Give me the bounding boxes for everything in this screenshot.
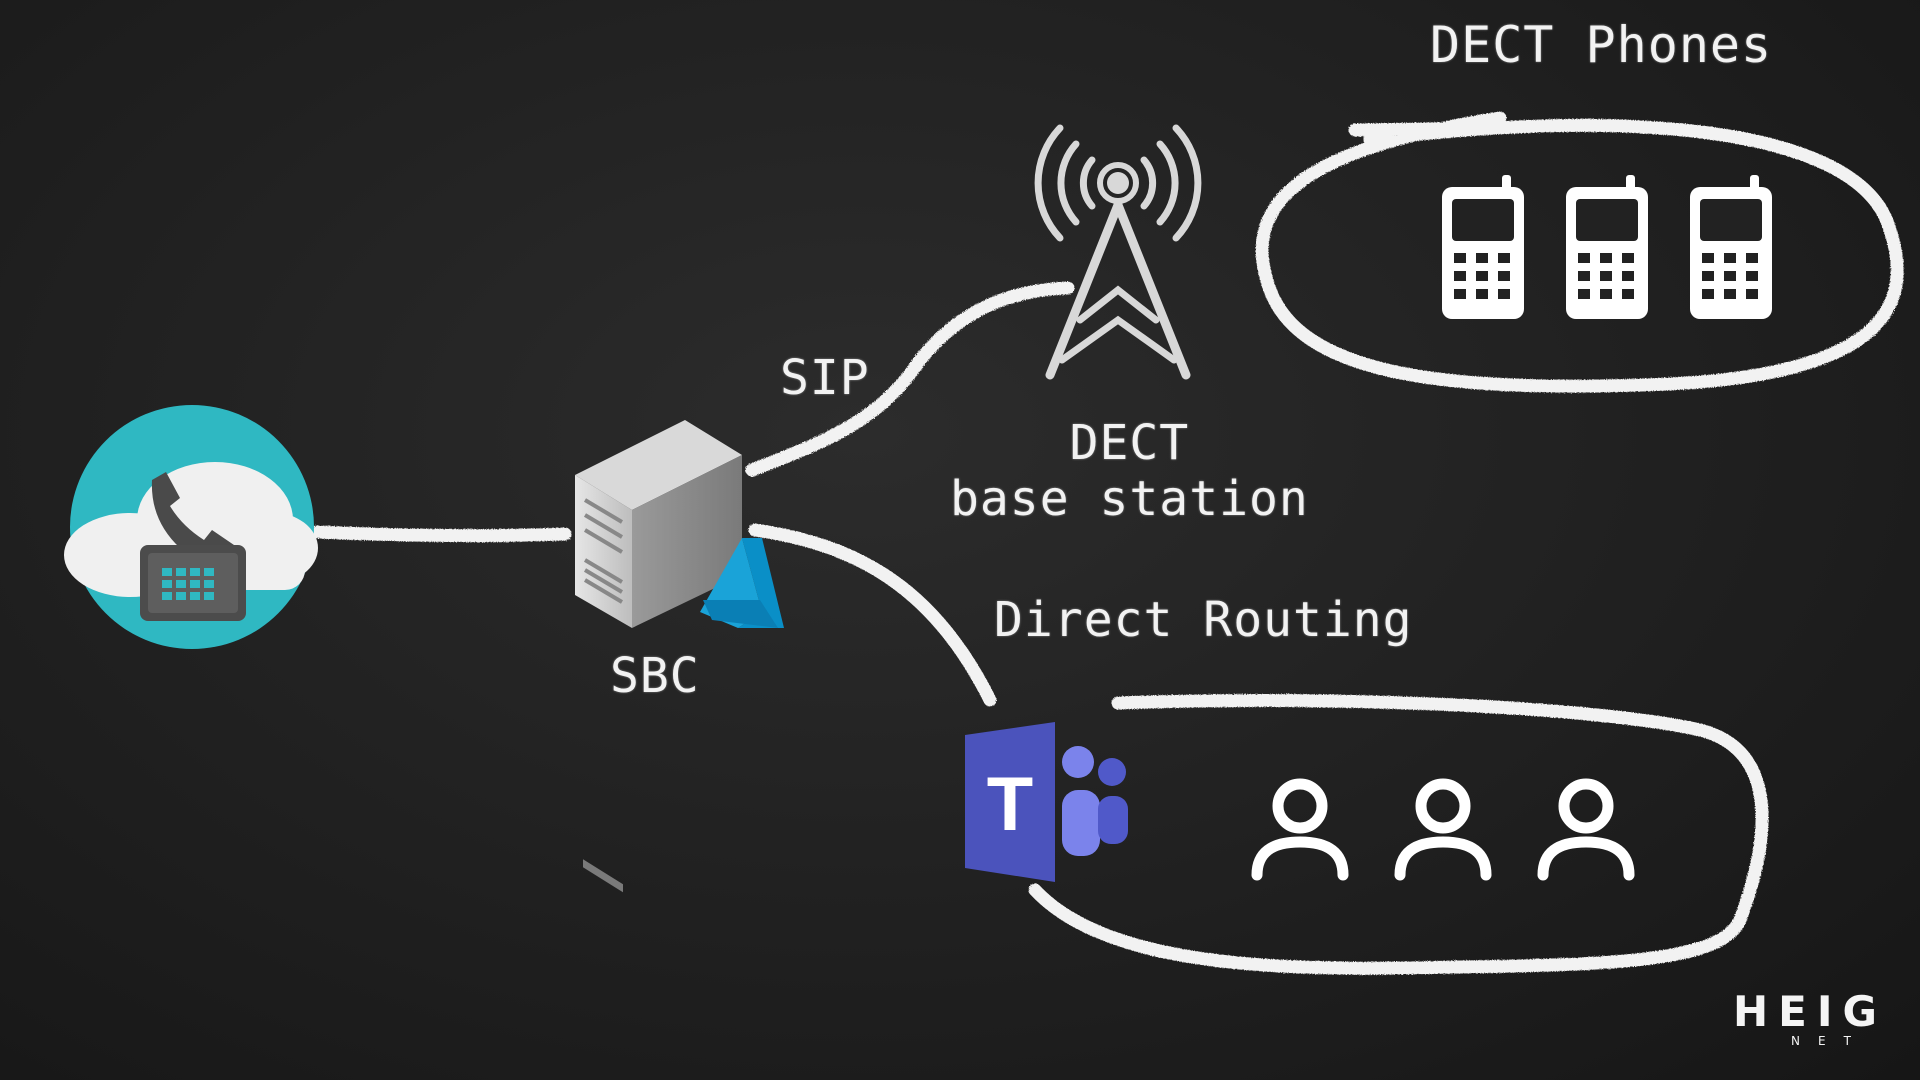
mobile-phone-icon xyxy=(1566,175,1648,319)
dect-base-station-label-line1: DECT xyxy=(1069,415,1190,471)
dect-base-station-label-line2: base station xyxy=(950,471,1309,527)
server-icon xyxy=(575,420,742,893)
dect-phones-label: DECT Phones xyxy=(1430,16,1773,74)
svg-text:T: T xyxy=(987,762,1033,847)
radio-tower-icon xyxy=(1034,124,1202,380)
teams-users-enclosure xyxy=(1028,694,1769,975)
dect-base-station-label: DECT base station xyxy=(950,415,1309,527)
link-sbc-to-dect-base xyxy=(745,281,1075,477)
user-icon xyxy=(1537,778,1635,881)
user-icon xyxy=(1394,778,1492,881)
link-sbc-to-teams xyxy=(748,523,997,707)
dect-phones-enclosure xyxy=(1255,111,1904,393)
logo-sub-text: NET xyxy=(1791,1034,1869,1048)
sbc-label: SBC xyxy=(610,648,700,704)
azure-logo-icon xyxy=(700,538,784,628)
sip-label: SIP xyxy=(780,350,870,406)
mobile-phone-icon xyxy=(1690,175,1772,319)
link-cloud-to-sbc xyxy=(311,525,572,543)
cloud-phone-icon xyxy=(64,405,318,649)
user-icon xyxy=(1251,778,1349,881)
dect-phones-group xyxy=(1442,175,1772,319)
teams-users-group xyxy=(1251,778,1635,881)
mobile-phone-icon xyxy=(1442,175,1524,319)
logo-main-text: HEIG xyxy=(1733,987,1887,1036)
heig-net-logo: HEIG NET xyxy=(1730,990,1890,1060)
direct-routing-label: Direct Routing xyxy=(994,592,1413,648)
teams-logo-icon: T xyxy=(965,722,1128,882)
